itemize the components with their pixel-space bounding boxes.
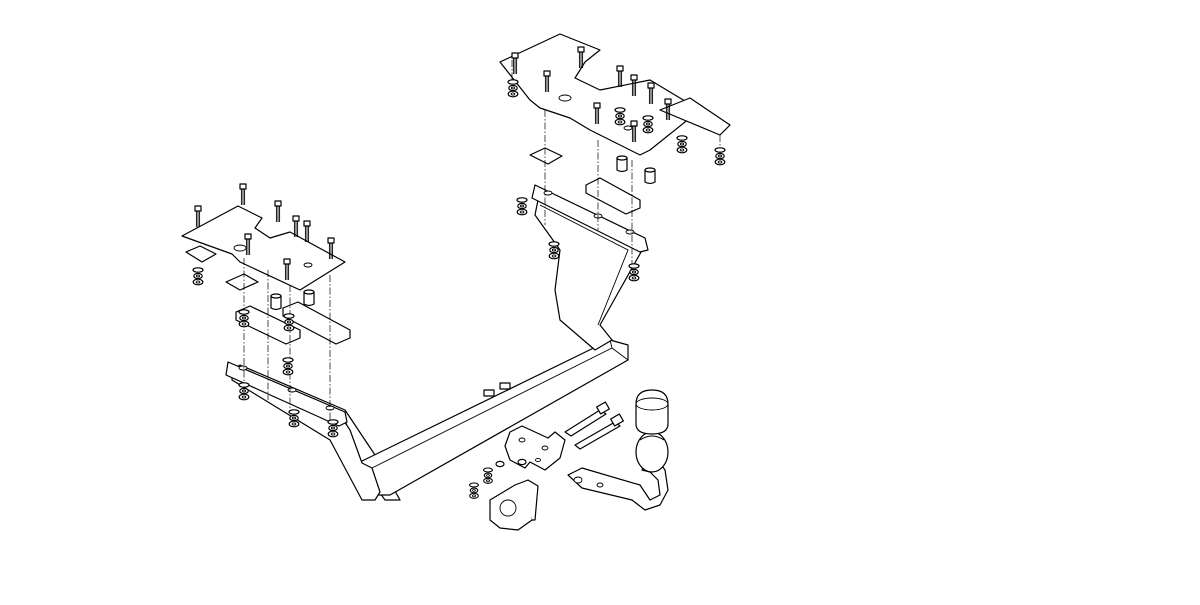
bolts — [564, 401, 624, 450]
bolt-icon — [616, 65, 624, 88]
bolt-icon — [303, 220, 311, 243]
bolt-icon — [274, 200, 282, 223]
nut-icon — [482, 467, 494, 484]
nut-icon — [468, 482, 480, 499]
right-mounting-plate — [499, 33, 731, 156]
bolt-icon — [194, 205, 202, 228]
nuts-washers — [468, 458, 527, 499]
nut-icon — [614, 107, 626, 126]
nut-icon — [548, 241, 560, 260]
nut-icon — [507, 79, 519, 98]
nut-icon — [282, 357, 294, 376]
socket-plate — [489, 479, 539, 531]
ball-mount-bracket — [504, 425, 566, 471]
nut-icon — [714, 147, 726, 166]
bolt-icon — [239, 183, 247, 206]
nut-icon — [288, 409, 300, 428]
nut-icon — [628, 263, 640, 282]
tow-ball-neck — [567, 431, 669, 511]
nut-icon — [516, 197, 528, 216]
nut-icon — [676, 135, 688, 154]
nut-icon — [238, 382, 250, 401]
nut-icon — [283, 313, 295, 332]
left-mounting-plate — [181, 205, 346, 291]
nut-icon — [238, 309, 250, 328]
nut-icon — [327, 419, 339, 438]
ball-cover-cap — [635, 389, 669, 435]
nut-icon — [192, 267, 204, 286]
nut-icon — [642, 115, 654, 134]
